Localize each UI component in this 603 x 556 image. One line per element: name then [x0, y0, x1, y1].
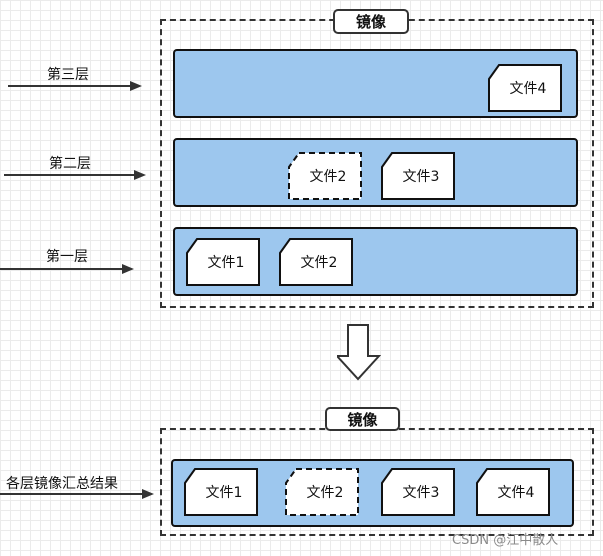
arrow-right-icon [0, 264, 134, 274]
summary-file-1: 文件1 [184, 468, 258, 516]
summary-file-2-deleted: 文件2 [285, 468, 359, 516]
arrow-right-icon [0, 489, 154, 499]
layer-label-second: 第二层 [49, 156, 91, 172]
file-3-layer2: 文件3 [381, 152, 455, 200]
file-1-layer1: 文件1 [186, 238, 260, 286]
down-arrow-icon [337, 324, 381, 381]
watermark: CSDN @江中散人 [452, 533, 559, 548]
summary-file-3: 文件3 [381, 468, 455, 516]
layer-label-first: 第一层 [46, 249, 88, 265]
summary-label: 各层镜像汇总结果 [6, 476, 118, 492]
file-4-layer3: 文件4 [488, 64, 562, 112]
file-icon [279, 238, 353, 286]
layer-label-third: 第三层 [47, 67, 89, 83]
summary-image-title: 镜像 [325, 407, 400, 431]
arrow-right-icon [4, 170, 146, 180]
file-icon [381, 152, 455, 200]
file-icon [488, 64, 562, 112]
file-icon [381, 468, 455, 516]
summary-file-4: 文件4 [476, 468, 550, 516]
file-2-layer2-deleted: 文件2 [288, 152, 362, 200]
file-icon [184, 468, 258, 516]
arrow-right-icon [8, 81, 142, 91]
file-icon [186, 238, 260, 286]
top-image-title: 镜像 [333, 9, 409, 34]
layer-second [173, 138, 578, 207]
file-2-layer1: 文件2 [279, 238, 353, 286]
file-icon [476, 468, 550, 516]
file-icon-dashed [288, 152, 362, 200]
file-icon-dashed [285, 468, 359, 516]
